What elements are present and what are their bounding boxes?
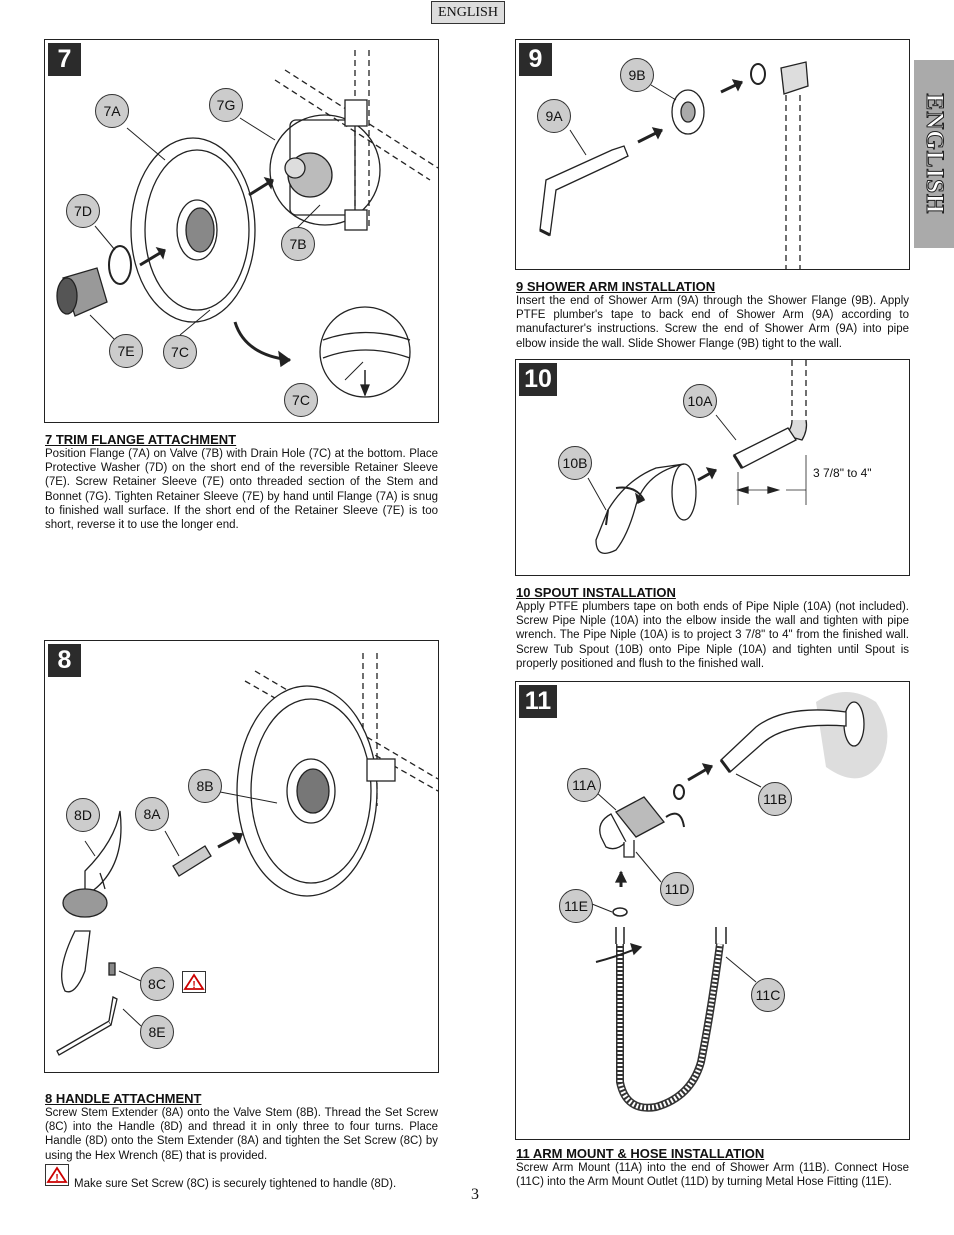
callout-8a: 8A — [135, 797, 169, 831]
panel-9-diagram: 9 9B 9A — [515, 39, 910, 270]
step-number-11: 11 — [519, 685, 557, 718]
callout-7e: 7E — [109, 334, 143, 368]
callout-8c: 8C — [140, 967, 174, 1001]
callout-7c-detail: 7C — [284, 383, 318, 417]
section-7-title: 7 TRIM FLANGE ATTACHMENT — [45, 432, 237, 447]
callout-9a: 9A — [537, 99, 571, 133]
language-side-tab: ENGLISH — [914, 60, 954, 248]
section-10-body: Apply PTFE plumbers tape on both ends of… — [516, 601, 909, 670]
step-number-7: 7 — [48, 43, 81, 76]
trim-flange-illustration — [56, 50, 438, 398]
callout-7g: 7G — [209, 88, 243, 122]
language-tag: ENGLISH — [431, 1, 505, 24]
callout-10a: 10A — [683, 384, 717, 418]
step-number-10: 10 — [519, 363, 557, 396]
warning-triangle-icon: ! — [182, 971, 206, 993]
arm-mount-hose-illustration — [591, 692, 888, 1112]
callout-7d: 7D — [66, 194, 100, 228]
callout-7b: 7B — [281, 227, 315, 261]
section-11-title: 11 ARM MOUNT & HOSE INSTALLATION — [516, 1146, 765, 1161]
callout-9b: 9B — [620, 58, 654, 92]
step-number-8: 8 — [48, 644, 81, 677]
callout-11e: 11E — [559, 889, 593, 923]
section-8-title: 8 HANDLE ATTACHMENT — [45, 1091, 202, 1106]
callout-11c: 11C — [751, 978, 785, 1012]
spout-illustration — [587, 360, 808, 554]
side-tab-label: ENGLISH — [921, 93, 949, 215]
warning-triangle-icon: ! — [45, 1164, 69, 1186]
callout-8d: 8D — [66, 798, 100, 832]
section-9-title: 9 SHOWER ARM INSTALLATION — [516, 279, 716, 294]
projection-dimension: 3 7/8" to 4" — [813, 466, 872, 480]
section-7-body: Position Flange (7A) on Valve (7B) with … — [45, 448, 438, 532]
page-number: 3 — [471, 1186, 479, 1203]
panel-11-diagram: 11 11A 11B 11D 11E 11C — [515, 681, 910, 1140]
callout-11a: 11A — [567, 768, 601, 802]
callout-7c: 7C — [163, 335, 197, 369]
panel-8-diagram: 8 8B 8D 8A 8C 8E ! — [44, 640, 439, 1073]
callout-11b: 11B — [758, 782, 792, 816]
section-8-warning: Make sure Set Screw (8C) is securely tig… — [74, 1178, 397, 1190]
section-8-body: Screw Stem Extender (8A) onto the Valve … — [45, 1107, 438, 1162]
svg-text:!: ! — [192, 980, 195, 991]
section-10-title: 10 SPOUT INSTALLATION — [516, 585, 676, 600]
callout-10b: 10B — [558, 446, 592, 480]
callout-7a: 7A — [95, 94, 129, 128]
svg-text:!: ! — [55, 1173, 58, 1184]
callout-11d: 11D — [660, 872, 694, 906]
callout-8b: 8B — [188, 769, 222, 803]
section-11-body: Screw Arm Mount (11A) into the end of Sh… — [516, 1162, 909, 1189]
panel-7-diagram: 7 7A 7G 7D 7B 7E 7C 7C — [44, 39, 439, 423]
shower-arm-illustration — [539, 61, 809, 269]
panel-10-diagram: 10 10A 10B 3 7/8" to 4" — [515, 359, 910, 576]
step-number-9: 9 — [519, 43, 552, 76]
handle-attachment-illustration — [56, 653, 438, 1056]
callout-8e: 8E — [140, 1015, 174, 1049]
section-9-body: Insert the end of Shower Arm (9A) throug… — [516, 295, 909, 350]
